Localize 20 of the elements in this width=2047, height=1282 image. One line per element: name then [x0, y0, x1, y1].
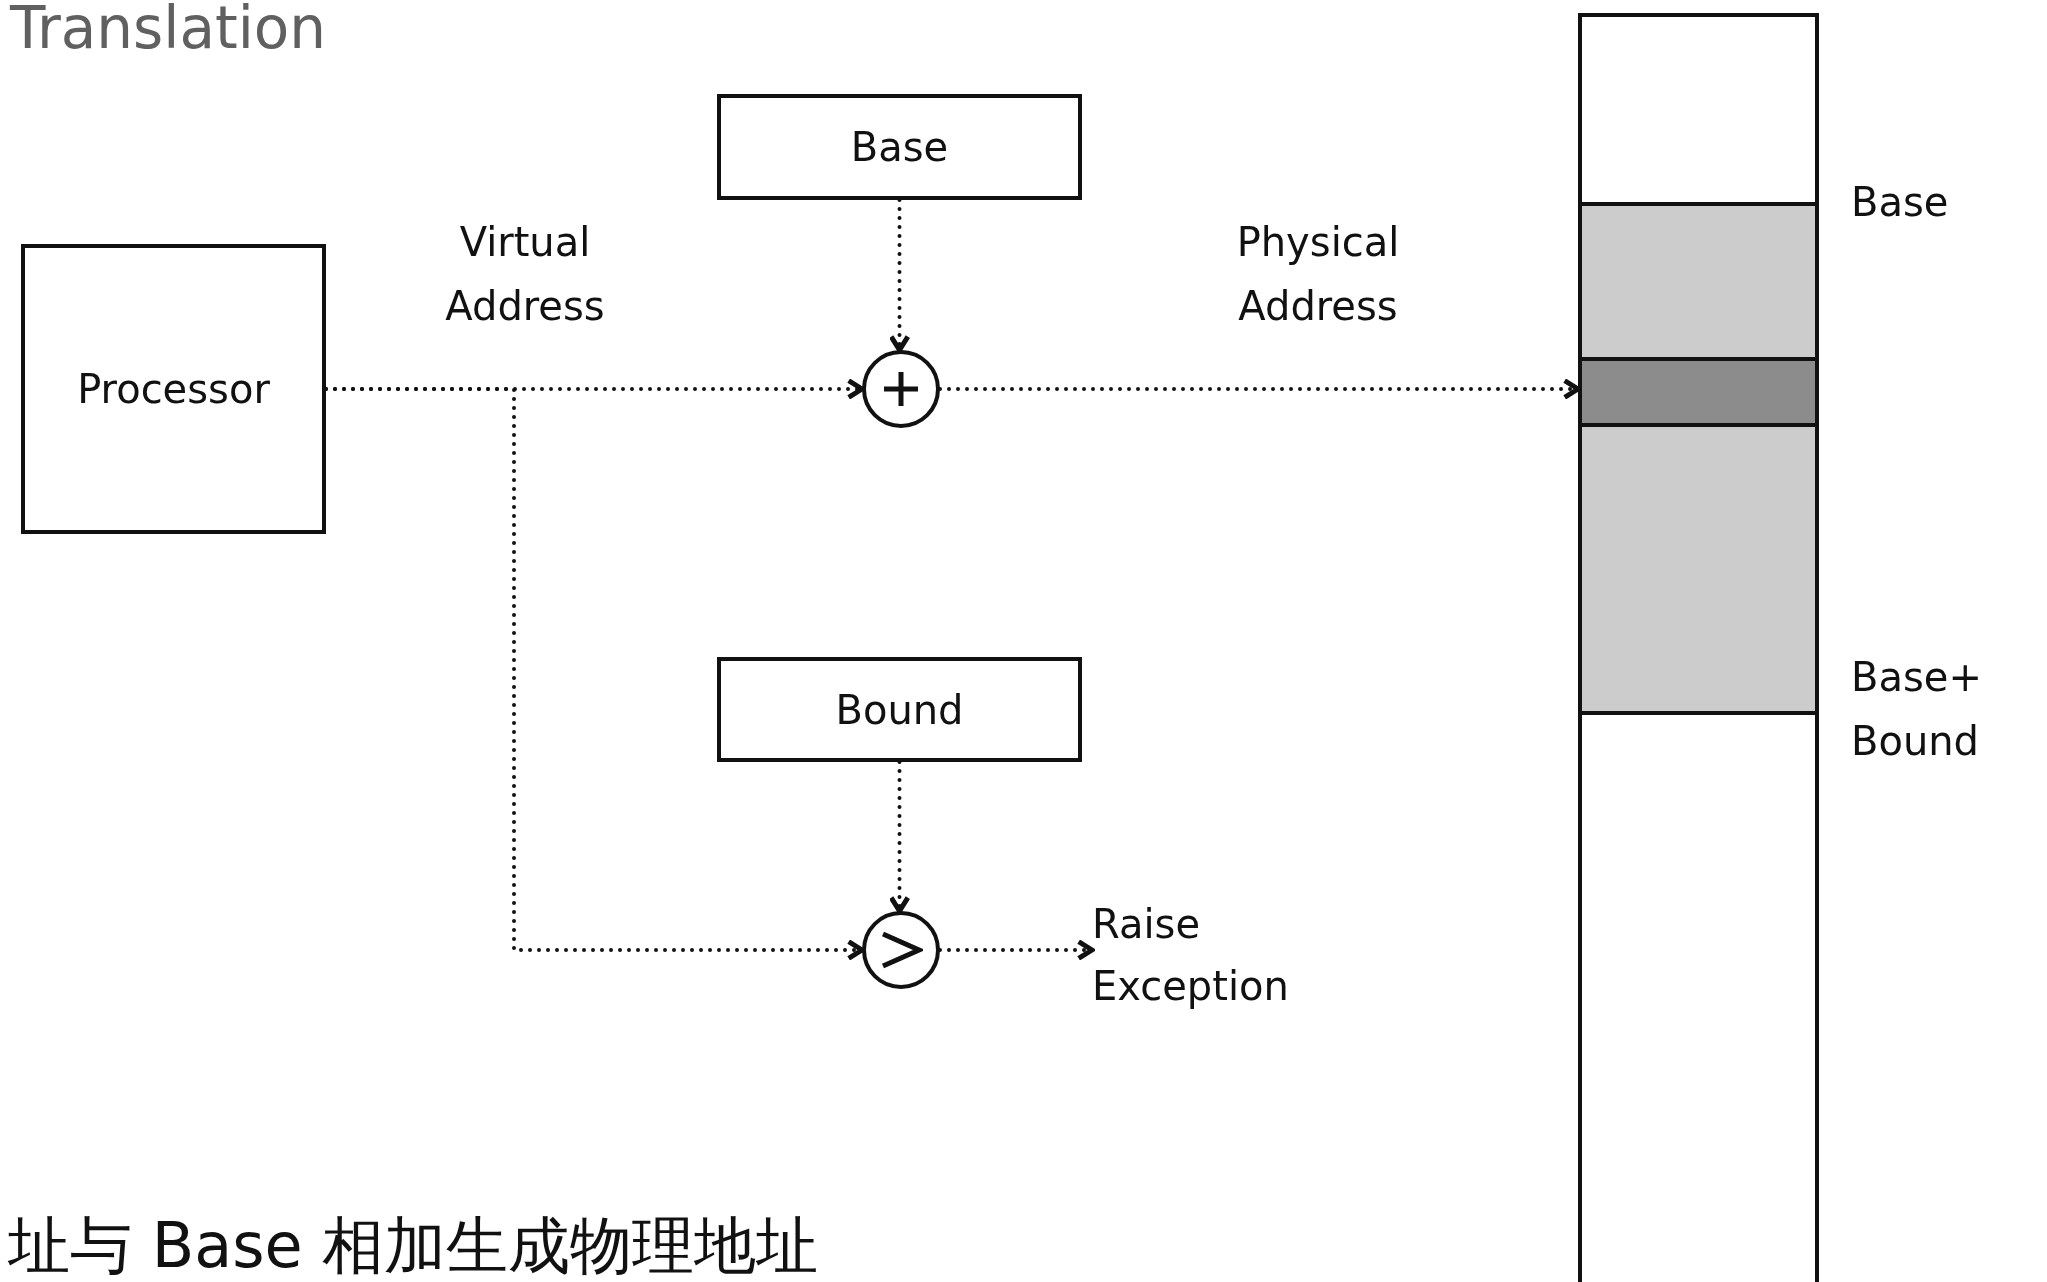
adder-circle	[862, 350, 940, 428]
register-box	[717, 94, 1082, 200]
marker-label: Base+ Bound	[1851, 653, 1983, 766]
memory-column	[1578, 13, 1819, 1282]
arrow	[888, 760, 911, 914]
arrow	[888, 198, 911, 353]
title-text: Translation	[10, 0, 327, 62]
edge-label: Virtual Address	[444, 218, 606, 331]
process-box	[21, 244, 326, 534]
caption-text: 址与 Base 相加生成物理地址	[8, 1208, 819, 1282]
register-box	[717, 657, 1082, 762]
node-label: Processor	[77, 365, 270, 414]
node-label: Base	[850, 123, 949, 172]
arrow	[938, 939, 1095, 961]
marker-label: Base	[1851, 178, 1949, 227]
node-label: Bound	[835, 685, 964, 735]
comparator-circle	[862, 911, 940, 989]
node-label: Raise Exception	[1092, 900, 1290, 1011]
edge-label: Physical Address	[1235, 218, 1401, 331]
arrow	[324, 387, 865, 961]
